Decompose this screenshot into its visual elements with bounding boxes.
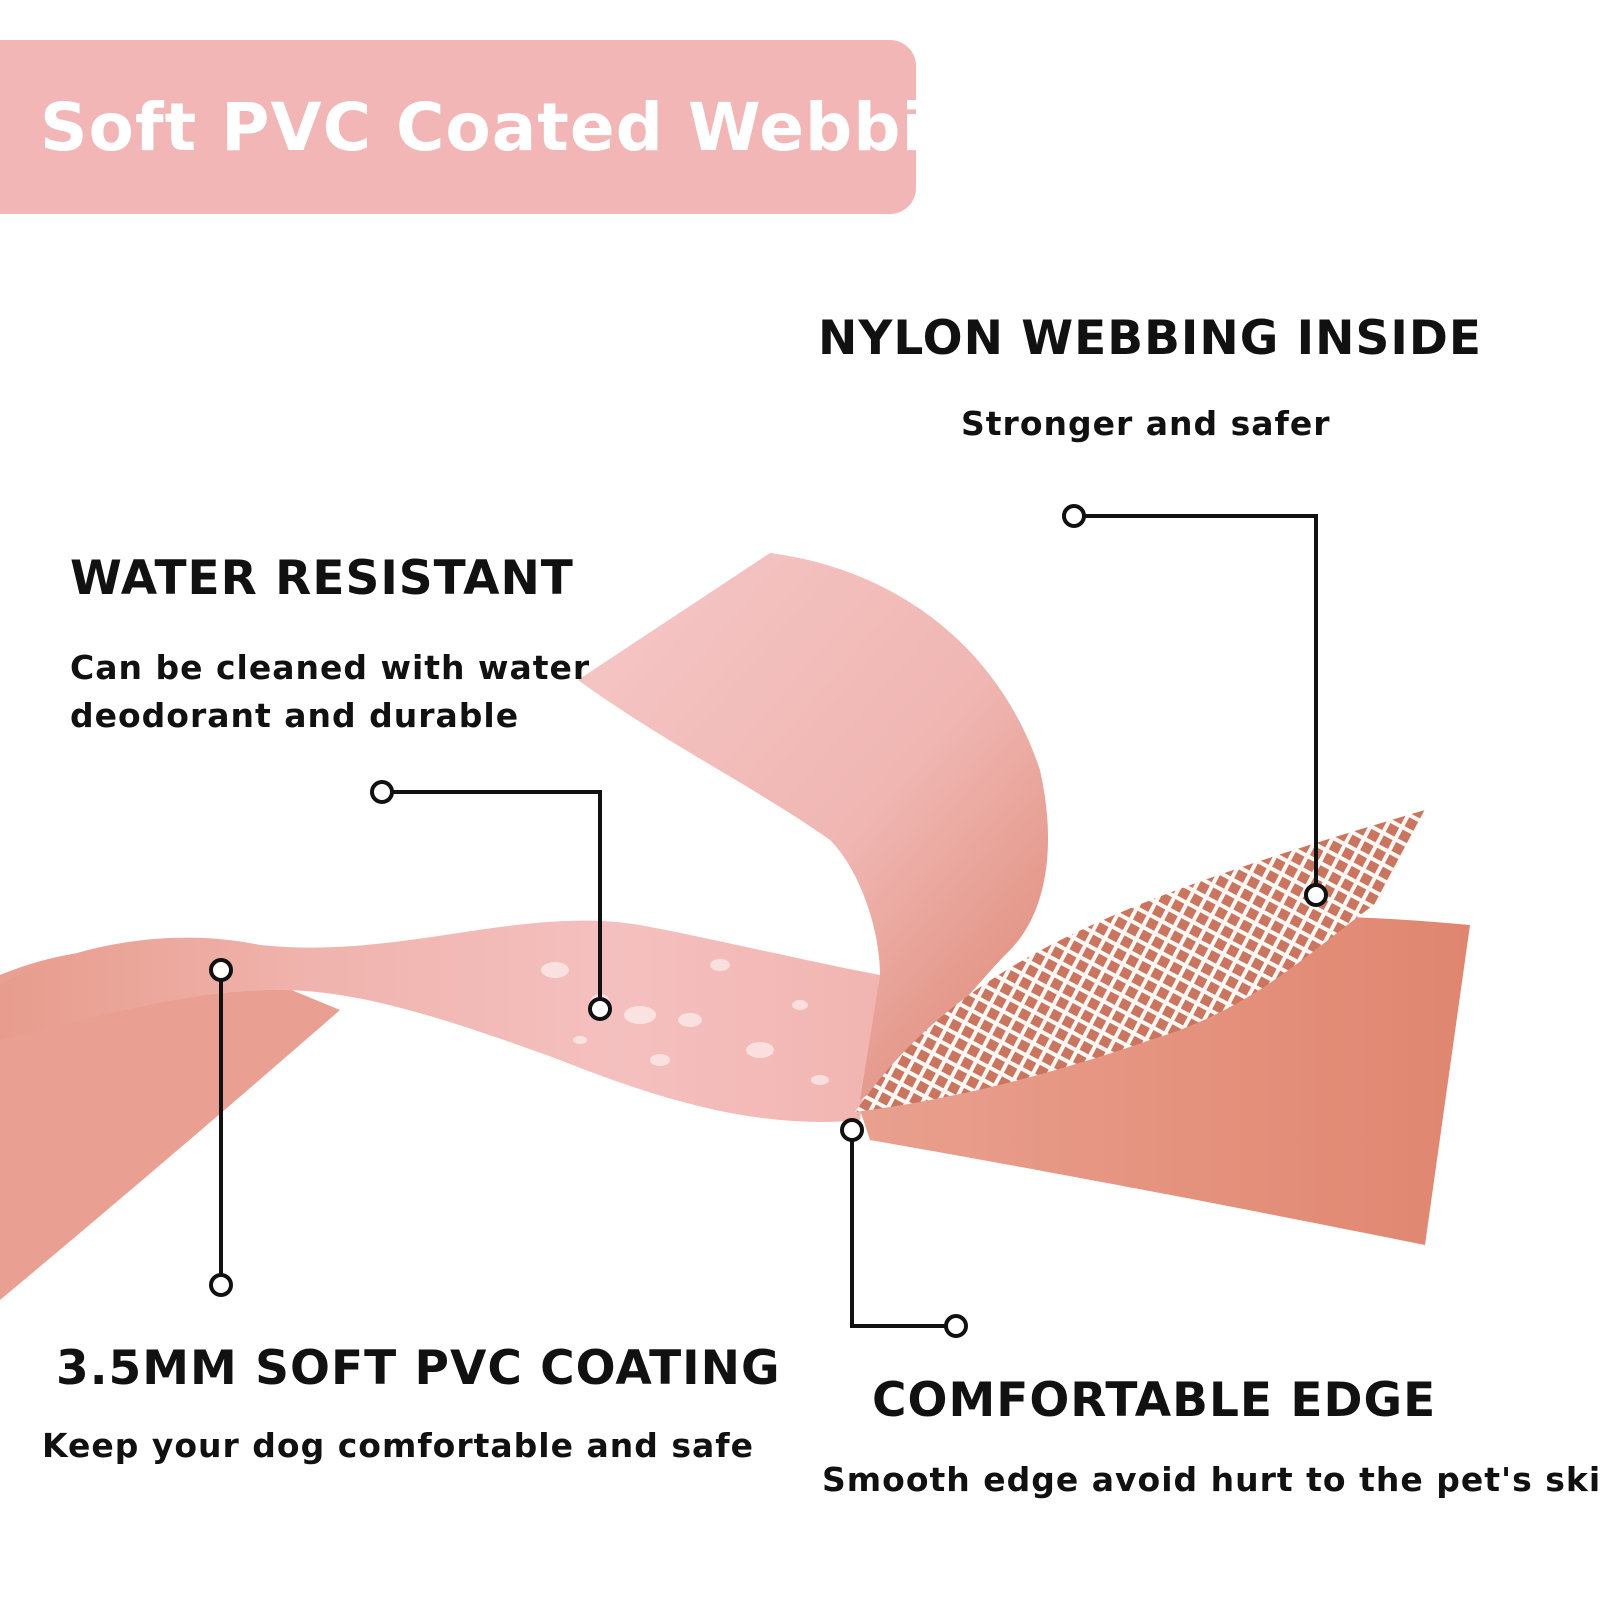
feature-title: COMFORTABLE EDGE [872,1373,1437,1428]
feature-description: Can be cleaned with water deodorant and … [70,648,591,735]
feature-description: Stronger and safer [961,404,1331,444]
callout-line-nylon [1074,514,1318,895]
feature-title: WATER RESISTANT [70,551,574,606]
callout-dot-water-end [588,997,612,1021]
callout-dot-edge-end [944,1314,968,1338]
callout-dot-pvc-end [209,1273,233,1297]
strap-underside [0,947,340,1300]
water-droplets [541,959,829,1085]
page-title: Soft PVC Coated Webbing [40,88,1022,166]
feature-comfortable-edge: COMFORTABLE EDGE Smooth edge avoid hurt … [822,1373,1601,1504]
callout-dot-edge-start [840,1118,864,1142]
callout-dot-water-start [370,780,394,804]
feature-description: Keep your dog comfortable and safe [42,1426,754,1466]
nylon-mesh [855,810,1425,1112]
feature-description: Smooth edge avoid hurt to the pet's skin [822,1460,1601,1500]
callout-dot-nylon-end [1304,883,1328,907]
title-banner: Soft PVC Coated Webbing [0,40,1020,214]
callout-dot-nylon-start [1062,504,1086,528]
callout-line-edge [850,1130,956,1328]
feature-pvc-coating: 3.5MM SOFT PVC COATING Keep your dog com… [42,1341,781,1470]
strap-flap [578,553,1049,1100]
feature-nylon-webbing: NYLON WEBBING INSIDE Stronger and safer [818,311,1482,448]
feature-title: 3.5MM SOFT PVC COATING [56,1341,781,1396]
callout-line-water [382,790,602,1008]
callout-dot-pvc-start [209,958,233,982]
feature-title: NYLON WEBBING INSIDE [818,311,1482,366]
feature-water-resistant: WATER RESISTANT Can be cleaned with wate… [70,551,630,740]
